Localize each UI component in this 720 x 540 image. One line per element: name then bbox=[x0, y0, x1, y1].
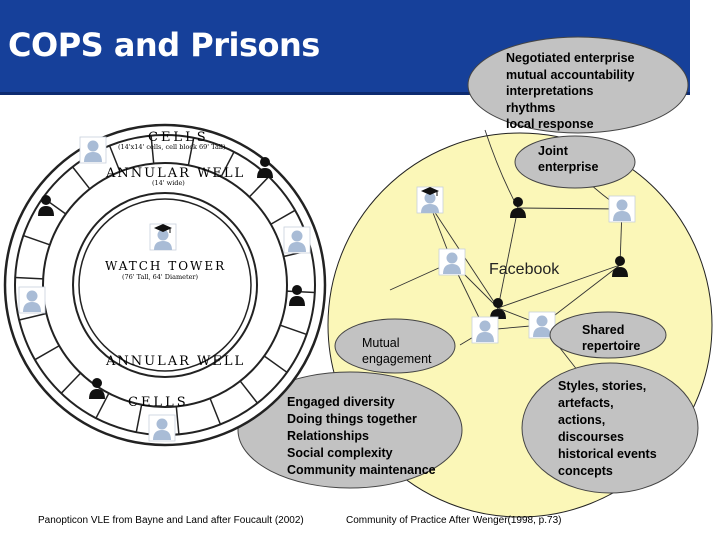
mutual-engagement-bubble bbox=[334, 318, 456, 374]
joint-enterprise-bubble bbox=[514, 135, 636, 189]
cell-divider bbox=[248, 176, 270, 198]
cell-divider bbox=[71, 166, 91, 190]
cell-divider bbox=[279, 324, 307, 336]
engaged-diversity-bubble bbox=[237, 371, 463, 489]
watch-tower-label: WATCH TOWER bbox=[105, 259, 227, 273]
guard-icon bbox=[149, 223, 177, 251]
cell-divider bbox=[187, 137, 195, 166]
styles-stories-bubble bbox=[521, 362, 699, 494]
annular-well-top-label: ANNULAR WELL bbox=[106, 166, 246, 181]
cell-divider bbox=[220, 151, 235, 178]
member-icon bbox=[438, 248, 466, 276]
cell-divider bbox=[108, 145, 121, 172]
cell-divider bbox=[135, 404, 143, 433]
prisoner-icon bbox=[79, 136, 107, 164]
member-icon bbox=[471, 316, 499, 344]
panopticon-caption: Panopticon VLE from Bayne and Land after… bbox=[38, 515, 304, 526]
engaged-diversity-label: Engaged diversity Doing things together … bbox=[287, 395, 436, 477]
member-icon bbox=[416, 186, 444, 214]
negotiated-enterprise-label: Negotiated enterprise mutual accountabil… bbox=[506, 51, 635, 131]
prisoner-icon bbox=[18, 286, 46, 314]
cell-divider bbox=[270, 209, 296, 225]
mutual-engagement-label: Mutual engagement bbox=[362, 336, 432, 366]
cells-top-sublabel: (14'x14' cells, cell block 69' Tall) bbox=[118, 143, 226, 151]
cell-divider bbox=[23, 234, 51, 246]
cell-divider bbox=[15, 276, 44, 280]
joint-enterprise-label: Joint enterprise bbox=[538, 144, 599, 174]
facebook-label: Facebook bbox=[489, 261, 560, 278]
cell-divider bbox=[209, 398, 222, 425]
cell-divider bbox=[150, 135, 155, 164]
negotiated-enterprise-bubble bbox=[467, 36, 689, 134]
prisoner-icon bbox=[283, 226, 311, 254]
cell-divider bbox=[263, 355, 288, 373]
shared-repertoire-label: Shared repertoire bbox=[582, 323, 641, 353]
cell-divider bbox=[175, 406, 180, 435]
cell-divider bbox=[239, 380, 259, 404]
styles-stories-label: Styles, stories, artefacts, actions, dis… bbox=[558, 379, 657, 478]
cells-bottom-label: CELLS bbox=[128, 395, 189, 410]
cell-divider bbox=[60, 372, 82, 394]
shared-repertoire-bubble bbox=[549, 311, 667, 359]
cells-top-label: CELLS bbox=[148, 130, 209, 145]
cell-divider bbox=[95, 392, 110, 419]
cell-divider bbox=[34, 345, 60, 361]
community-caption: Community of Practice After Wenger(1998,… bbox=[346, 515, 562, 526]
member-icon bbox=[608, 195, 636, 223]
cell-divider bbox=[18, 312, 47, 321]
page-title: COPS and Prisons bbox=[8, 26, 320, 64]
annular-well-top-sublabel: (14' wide) bbox=[152, 179, 185, 187]
prisoner-icon bbox=[148, 414, 176, 442]
watch-tower-sublabel: (76' Tall, 64' Diameter) bbox=[122, 273, 199, 281]
annular-well-bottom-label: ANNULAR WELL bbox=[106, 354, 246, 369]
